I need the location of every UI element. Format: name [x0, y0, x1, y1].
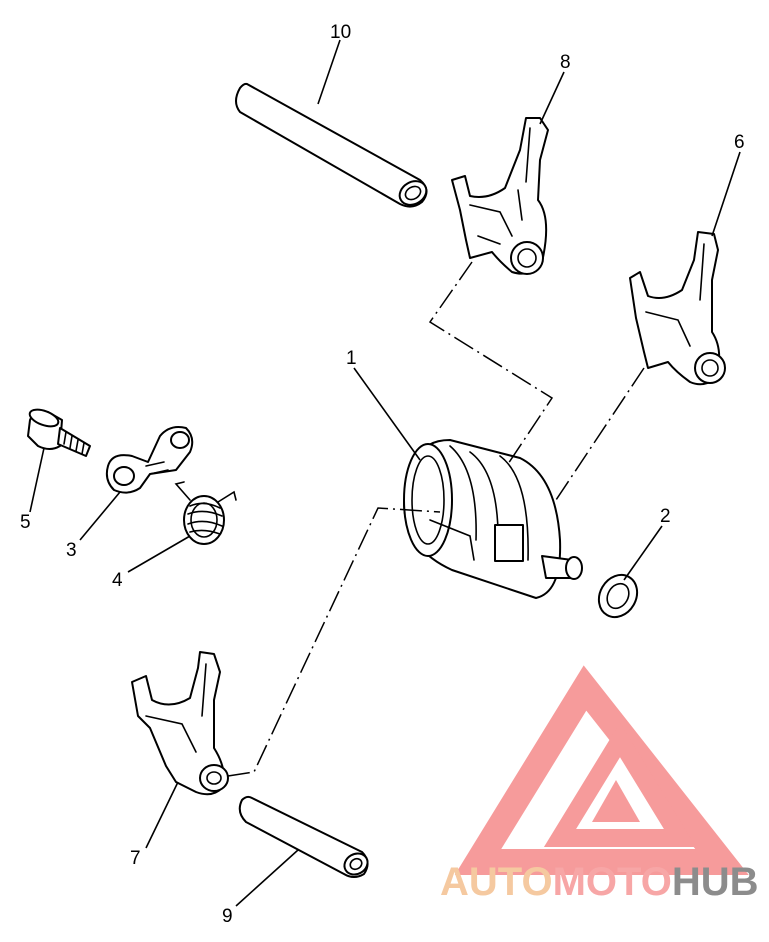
callout-2: 2 — [660, 506, 671, 527]
callout-5: 5 — [20, 512, 31, 533]
part-8-shift-fork — [451, 117, 549, 275]
part-1-shift-drum — [403, 439, 583, 599]
callout-6: 6 — [734, 132, 745, 153]
alignment-line-fork-8 — [428, 261, 554, 465]
callout-9: 9 — [222, 906, 233, 927]
part-2-washer — [597, 573, 639, 619]
part-10-shift-fork-shaft — [235, 82, 428, 208]
callout-8: 8 — [560, 52, 571, 73]
part-9-shift-fork-shaft — [238, 795, 369, 878]
part-6-shift-fork — [629, 231, 726, 386]
part-5-bolt — [27, 408, 91, 457]
logo-inner-mark — [592, 780, 640, 822]
callout-3: 3 — [66, 540, 77, 561]
alignment-line-fork-6 — [555, 367, 645, 501]
callout-1: 1 — [346, 348, 357, 369]
logo-inner-triangle — [543, 722, 697, 847]
leader-lines — [29, 39, 741, 907]
logo-outer-triangle — [454, 665, 749, 875]
watermark-text: AUTOMOTOHUB — [440, 860, 759, 904]
watermark-logo — [454, 665, 749, 875]
callout-10: 10 — [330, 22, 351, 43]
callout-labels: 10 8 6 1 2 5 3 4 7 9 — [20, 22, 745, 927]
alignment-lines — [227, 261, 645, 777]
watermark-auto: AUTO — [440, 860, 553, 904]
watermark-moto: MOTO — [553, 860, 672, 904]
alignment-line-fork-7 — [227, 507, 441, 777]
part-4-torsion-spring — [174, 481, 237, 545]
watermark-hub: HUB — [672, 860, 759, 904]
callout-7: 7 — [130, 848, 141, 869]
callout-4: 4 — [112, 570, 123, 591]
part-3-stopper-lever — [105, 426, 194, 494]
part-7-shift-fork — [131, 651, 229, 796]
